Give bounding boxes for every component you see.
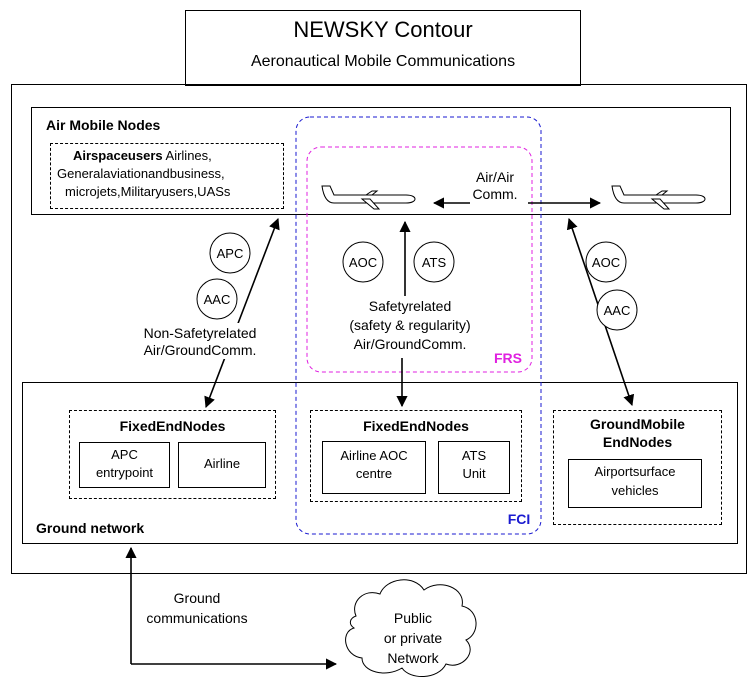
ats-bubble-center-label: ATS bbox=[422, 255, 447, 270]
apc-bubble-left-label: APC bbox=[217, 246, 244, 261]
fixed-end-nodes-left-box bbox=[69, 410, 276, 499]
airspace-users-line2: Generalaviationandbusiness, bbox=[57, 166, 225, 181]
ats-unit-line2: Unit bbox=[462, 466, 486, 481]
frs-region bbox=[306, 146, 533, 373]
airline-aoc-centre-line2: centre bbox=[355, 466, 393, 481]
aoc-bubble-right bbox=[585, 241, 627, 283]
airspace-users-airlines: Airlines, bbox=[165, 148, 212, 163]
aoc-bubble-right-label: AOC bbox=[592, 255, 620, 270]
fci-label: FCI bbox=[508, 511, 531, 527]
ats-bubble-center bbox=[413, 241, 455, 283]
network-cloud bbox=[345, 579, 477, 677]
apc-entrypoint-line2: entrypoint bbox=[95, 465, 154, 480]
airline-box bbox=[178, 442, 266, 488]
airport-surface-vehicles-line1: Airportsurface bbox=[594, 464, 676, 479]
aac-bubble-left bbox=[196, 278, 238, 320]
non-safety-label-line1: Non-Safetyrelated bbox=[144, 325, 257, 341]
non-safety-label-line2: Air/GroundComm. bbox=[144, 342, 257, 358]
fixed-end-nodes-center-box bbox=[310, 410, 522, 502]
ground-mobile-end-nodes-box bbox=[553, 410, 722, 525]
ats-unit-line1: ATS bbox=[461, 448, 487, 463]
ground-mobile-title-line1: GroundMobile bbox=[590, 416, 685, 432]
apc-entrypoint-box bbox=[79, 442, 170, 488]
ground-comm-label-line2: communications bbox=[146, 610, 247, 626]
air-mobile-nodes-box bbox=[31, 107, 731, 215]
fixed-end-nodes-left-title: FixedEndNodes bbox=[119, 418, 226, 434]
aac-bubble-right bbox=[596, 289, 638, 331]
frs-label: FRS bbox=[494, 350, 522, 366]
ats-unit-box bbox=[438, 441, 510, 494]
aac-bubble-right-label: AAC bbox=[604, 303, 631, 318]
airplane-icon bbox=[611, 185, 706, 210]
cloud-label-line2: or private bbox=[384, 630, 443, 646]
safety-label-line2: (safety & regularity) bbox=[349, 317, 470, 333]
diagram-title: NEWSKY Contour bbox=[293, 17, 473, 42]
air-mobile-nodes-heading: Air Mobile Nodes bbox=[46, 117, 161, 133]
ground-network-box bbox=[22, 382, 738, 544]
air-air-label-line1: Air/Air bbox=[476, 169, 514, 185]
airplane-icon bbox=[321, 185, 416, 210]
airspace-users-box bbox=[50, 143, 284, 209]
safety-label-line1: Safetyrelated bbox=[369, 298, 452, 314]
cloud-label-line3: Network bbox=[387, 650, 439, 666]
ground-comm-label-line1: Ground bbox=[174, 590, 221, 606]
airport-surface-vehicles-box bbox=[568, 459, 702, 508]
airport-surface-vehicles-line2: vehicles bbox=[611, 483, 659, 498]
airspace-users-line1: Airspaceusers Airlines, bbox=[73, 148, 212, 163]
diagram-subtitle: Aeronautical Mobile Communications bbox=[250, 53, 516, 70]
ground-network-heading: Ground network bbox=[36, 520, 145, 536]
apc-bubble-left bbox=[209, 232, 251, 274]
airspace-users-line3: microjets,Militaryusers,UASs bbox=[65, 184, 231, 199]
ground-mobile-title-line2: EndNodes bbox=[602, 434, 673, 450]
apc-entrypoint-line1: APC bbox=[111, 447, 138, 462]
non-safety-arrow bbox=[204, 217, 280, 409]
air-air-label-line2: Comm. bbox=[472, 186, 517, 202]
airline-label: Airline bbox=[203, 456, 241, 471]
cloud-label-line1: Public bbox=[394, 610, 432, 626]
aoc-bubble-center bbox=[342, 241, 384, 283]
airline-aoc-centre-line1: Airline AOC bbox=[340, 448, 408, 463]
safety-label-line3: Air/GroundComm. bbox=[354, 336, 467, 352]
aac-bubble-left-label: AAC bbox=[204, 292, 231, 307]
fci-region bbox=[295, 116, 542, 535]
airspace-users-bold: Airspaceusers bbox=[73, 148, 163, 163]
fixed-end-nodes-center-title: FixedEndNodes bbox=[363, 418, 469, 434]
aoc-bubble-center-label: AOC bbox=[349, 255, 377, 270]
title-box bbox=[185, 10, 581, 86]
airline-aoc-centre-box bbox=[322, 441, 426, 494]
